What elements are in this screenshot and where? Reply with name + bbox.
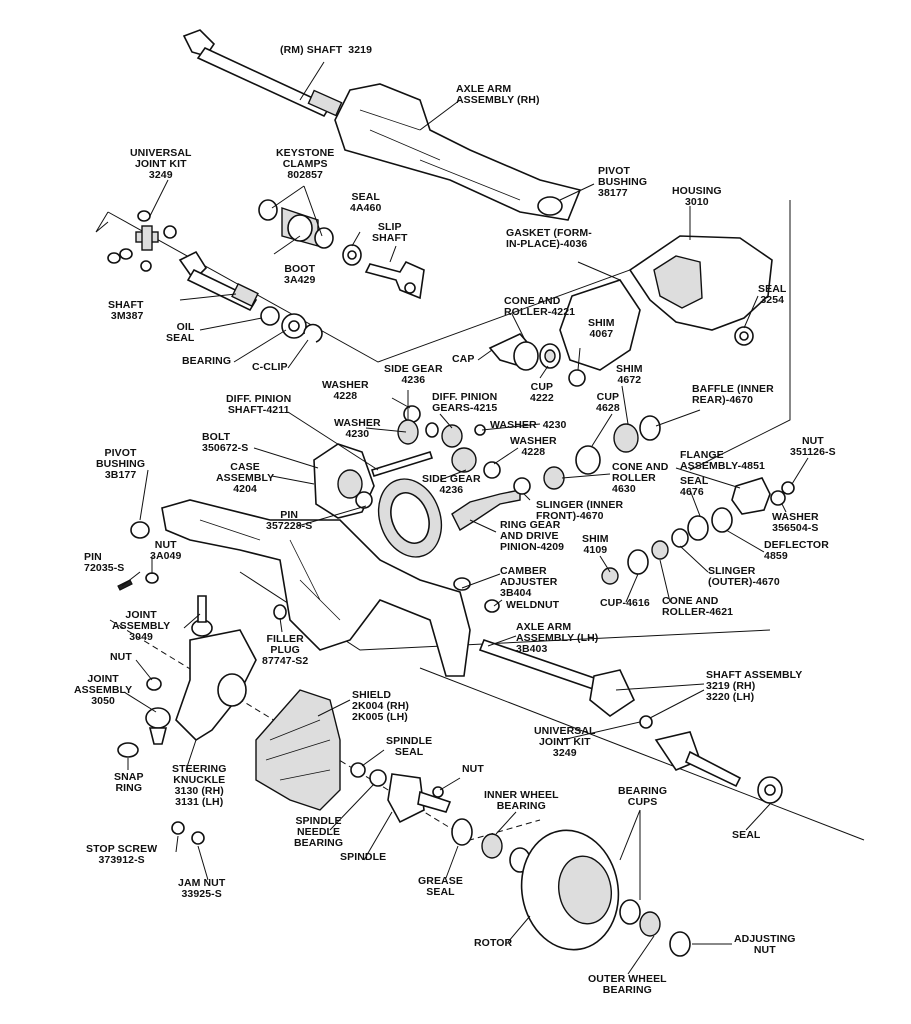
housing-part xyxy=(628,235,773,346)
label-cap: CAP xyxy=(452,353,475,365)
gasket-part xyxy=(559,279,641,387)
label-spindle: SPINDLE xyxy=(340,851,387,863)
label-seal-4676: SEAL 4676 xyxy=(680,475,709,498)
label-pin-357228: PIN 357228-S xyxy=(266,509,313,532)
label-bolt: BOLT 350672-S xyxy=(202,431,249,454)
label-rotor: ROTOR xyxy=(474,937,513,949)
label-cup-4616: CUP-4616 xyxy=(600,597,650,609)
label-adjusting-nut: ADJUSTING NUT xyxy=(734,933,796,956)
label-ring-gear: RING GEAR AND DRIVE PINION-4209 xyxy=(500,519,565,553)
label-slinger-inner: SLINGER (INNER FRONT)-4670 xyxy=(536,499,624,522)
label-rm-shaft: (RM) SHAFT 3219 xyxy=(280,44,373,56)
boot-clamps-seal-parts xyxy=(258,199,425,300)
label-bearing-top: BEARING xyxy=(182,355,232,367)
case-assembly-part xyxy=(313,443,375,519)
label-weldnut: WELDNUT xyxy=(506,599,560,611)
axle-arm-lh-part xyxy=(130,499,500,677)
label-filler-plug: FILLER PLUG 87747-S2 xyxy=(262,633,309,667)
label-joint-assembly-3050: JOINT ASSEMBLY 3050 xyxy=(74,673,133,707)
label-cone-roller-4221: CONE AND ROLLER-4221 xyxy=(504,295,576,318)
flange-assembly-parts xyxy=(601,477,795,585)
label-boot: BOOT 3A429 xyxy=(284,263,316,286)
axle-arm-rh-part xyxy=(334,83,582,221)
label-gasket: GASKET (FORM- IN-PLACE)-4036 xyxy=(506,227,592,250)
label-shim-4067: SHIM 4067 xyxy=(588,317,615,340)
label-spindle-needle-bearing: SPINDLE NEEDLE BEARING xyxy=(294,815,344,849)
knuckle-joint-parts xyxy=(117,572,257,845)
label-diff-pinion-gears: DIFF. PINION GEARS-4215 xyxy=(432,391,498,414)
label-nut-spindle: NUT xyxy=(462,763,484,775)
label-nut-3a049: NUT 3A049 xyxy=(150,539,182,562)
label-shield: SHIELD 2K004 (RH) 2K005 (LH) xyxy=(352,689,410,723)
label-outer-wheel-bearing: OUTER WHEEL BEARING xyxy=(588,973,667,996)
pinion-bearing-stack-parts xyxy=(513,415,661,495)
label-shim-4672: SHIM 4672 xyxy=(616,363,643,386)
ring-gear-pinion-part xyxy=(377,478,521,558)
universal-joint-kit-top-part xyxy=(107,210,177,272)
shaft-3m387-part xyxy=(178,250,323,343)
label-bearing-cups: BEARING CUPS xyxy=(618,785,668,808)
label-joint-assembly-3049: JOINT ASSEMBLY 3049 xyxy=(112,609,171,643)
label-diff-pinion-shaft: DIFF. PINION SHAFT-4211 xyxy=(226,393,292,416)
label-cup-4628: CUP 4628 xyxy=(596,391,620,414)
hub-rotor-parts xyxy=(451,818,691,957)
label-slip-shaft: SLIP SHAFT xyxy=(372,221,408,244)
label-pivot-bushing-left: PIVOT BUSHING 3B177 xyxy=(96,447,146,481)
shield-part xyxy=(255,689,341,811)
spindle-parts xyxy=(350,762,452,824)
label-universal-joint-kit-top: UNIVERSAL JOINT KIT 3249 xyxy=(130,147,192,181)
label-axle-arm-rh: AXLE ARM ASSEMBLY (RH) xyxy=(456,83,540,106)
label-seal-bottom: SEAL xyxy=(732,829,761,841)
label-oil-seal: OIL SEAL xyxy=(166,321,195,344)
label-universal-joint-kit-bottom: UNIVERSAL JOINT KIT 3249 xyxy=(534,725,596,759)
label-nut-351126: NUT 351126-S xyxy=(790,435,836,458)
label-cup-4222: CUP 4222 xyxy=(530,381,554,404)
label-nut-left: NUT xyxy=(110,651,132,663)
label-inner-wheel-bearing: INNER WHEEL BEARING xyxy=(484,789,559,812)
differential-gears-parts xyxy=(397,405,501,479)
label-shaft-assembly: SHAFT ASSEMBLY 3219 (RH) 3220 (LH) xyxy=(706,669,803,703)
leader-lines xyxy=(121,61,809,975)
label-washer-4228-top: WASHER 4228 xyxy=(322,379,369,402)
label-cone-roller-4621: CONE AND ROLLER-4621 xyxy=(662,595,734,618)
label-housing: HOUSING 3010 xyxy=(672,185,722,208)
label-slinger-outer: SLINGER (OUTER)-4670 xyxy=(708,565,780,588)
label-camber-adjuster: CAMBER ADJUSTER 3B404 xyxy=(500,565,558,599)
label-axle-arm-lh: AXLE ARM ASSEMBLY (LH) 3B403 xyxy=(516,621,599,655)
label-steering-knuckle: STEERING KNUCKLE 3130 (RH) 3131 (LH) xyxy=(172,763,227,808)
label-baffle: BAFFLE (INNER REAR)-4670 xyxy=(692,383,774,406)
label-seal-4a460: SEAL 4A460 xyxy=(350,191,382,214)
rm-shaft-part xyxy=(182,29,343,118)
label-snap-ring: SNAP RING xyxy=(114,771,144,794)
label-cone-roller-4630: CONE AND ROLLER 4630 xyxy=(612,461,669,495)
label-side-gear-mid: SIDE GEAR 4236 xyxy=(422,473,481,496)
label-flange-assembly: FLANGE ASSEMBLY-4851 xyxy=(680,449,765,472)
label-deflector: DEFLECTOR 4859 xyxy=(764,539,829,562)
label-pivot-bushing-top: PIVOT BUSHING 38177 xyxy=(598,165,648,199)
label-pin-72035: PIN 72035-S xyxy=(84,551,125,574)
label-washer-4228-mid: WASHER 4228 xyxy=(510,435,557,458)
shaft-assembly-lower-part xyxy=(478,638,783,804)
bearing-cap-parts xyxy=(488,333,561,371)
label-c-clip: C-CLIP xyxy=(252,361,288,373)
label-keystone-clamps: KEYSTONE CLAMPS 802857 xyxy=(276,147,335,181)
label-shaft-3m387: SHAFT 3M387 xyxy=(108,299,144,322)
label-grease-seal: GREASE SEAL xyxy=(418,875,463,898)
label-stop-screw: STOP SCREW 373912-S xyxy=(86,843,158,866)
label-jam-nut: JAM NUT 33925-S xyxy=(178,877,226,900)
label-washer-356504: WASHER 356504-S xyxy=(772,511,819,534)
label-case-assembly: CASE ASSEMBLY 4204 xyxy=(216,461,275,495)
label-spindle-seal: SPINDLE SEAL xyxy=(386,735,433,758)
label-side-gear-top: SIDE GEAR 4236 xyxy=(384,363,443,386)
label-seal-3254: SEAL 3254 xyxy=(758,283,787,306)
label-washer-4230-left: WASHER 4230 xyxy=(334,417,381,440)
label-shim-4109: SHIM 4109 xyxy=(582,533,609,556)
label-washer-4230-right: WASHER 4230 xyxy=(490,419,567,431)
